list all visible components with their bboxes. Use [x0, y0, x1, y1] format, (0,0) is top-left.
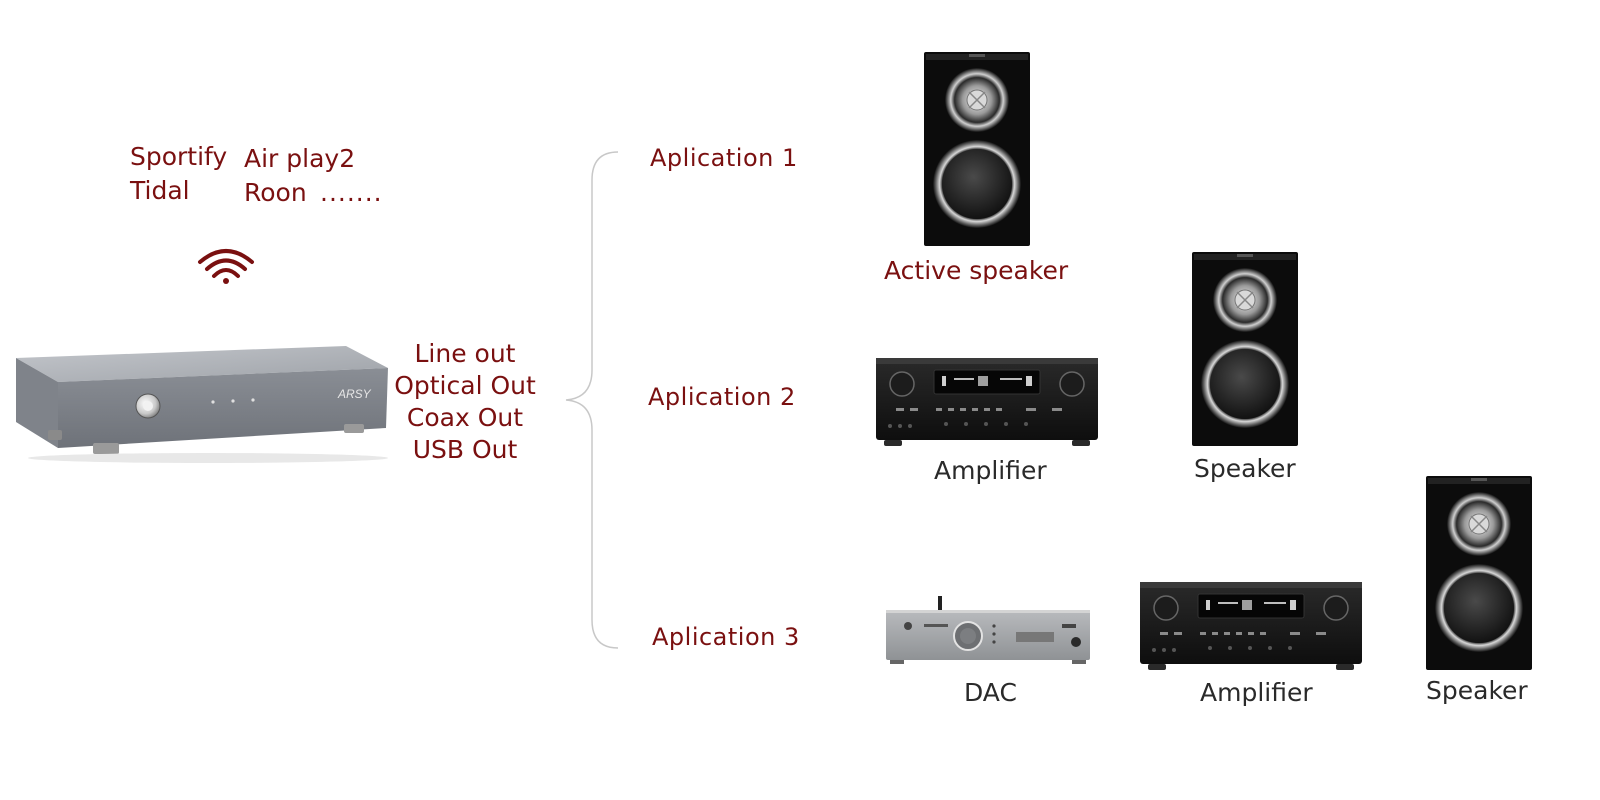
app1-active-speaker-label: Active speaker [884, 256, 1069, 285]
source-more: ....... [320, 178, 383, 207]
app2-speaker-image [1192, 252, 1298, 446]
output-usb: USB Out [412, 435, 518, 464]
app1-speaker-image [924, 52, 1030, 246]
source-airplay: Air play2 [244, 144, 356, 173]
app3-speaker-image [1426, 476, 1532, 670]
wifi-icon [198, 249, 254, 284]
output-optical: Optical Out [394, 371, 536, 400]
app3-amplifier-image [1140, 580, 1362, 670]
application-1-label: Aplication 1 [650, 144, 798, 172]
output-list: Line out Optical Out Coax Out USB Out [385, 338, 545, 466]
app3-speaker-label: Speaker [1426, 676, 1528, 705]
app3-dac-image [886, 596, 1090, 664]
app2-speaker-label: Speaker [1194, 454, 1296, 483]
application-3-label: Aplication 3 [652, 623, 800, 651]
streamer-device: ARSY [16, 346, 388, 463]
device-brand: ARSY [337, 387, 372, 401]
app2-amplifier-label: Amplifier [934, 456, 1047, 485]
application-2-label: Aplication 2 [648, 383, 796, 411]
output-line-out: Line out [414, 339, 516, 368]
source-roon: Roon [244, 178, 307, 207]
app2-amplifier-image [876, 356, 1098, 446]
app3-amplifier-label: Amplifier [1200, 678, 1313, 707]
bracket [565, 151, 619, 649]
source-spotify: Sportify [130, 142, 228, 171]
output-coax: Coax Out [406, 403, 524, 432]
app3-dac-label: DAC [964, 678, 1017, 707]
source-tidal: Tidal [130, 176, 190, 205]
